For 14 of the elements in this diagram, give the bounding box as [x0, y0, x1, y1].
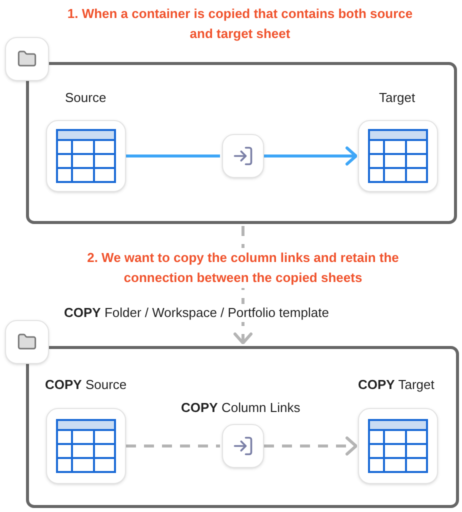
arrow [264, 146, 358, 166]
folder-tile [5, 320, 49, 364]
note-text: COPY Folder / Workspace / Portfolio template [64, 304, 329, 322]
folder-tile [5, 37, 49, 81]
node-heading: COPY Column Links [181, 399, 300, 417]
node-heading: COPY Target [358, 376, 434, 394]
node-heading: Source [65, 89, 106, 107]
note-text: 1. When a container is copied that contains both source and target sheet [66, 5, 414, 43]
container-frame [26, 62, 457, 224]
container-frame [26, 346, 459, 508]
node-heading: Target [379, 89, 416, 107]
node-heading: COPY Source [45, 376, 127, 394]
link-tile [222, 134, 264, 178]
arrow [264, 436, 358, 456]
